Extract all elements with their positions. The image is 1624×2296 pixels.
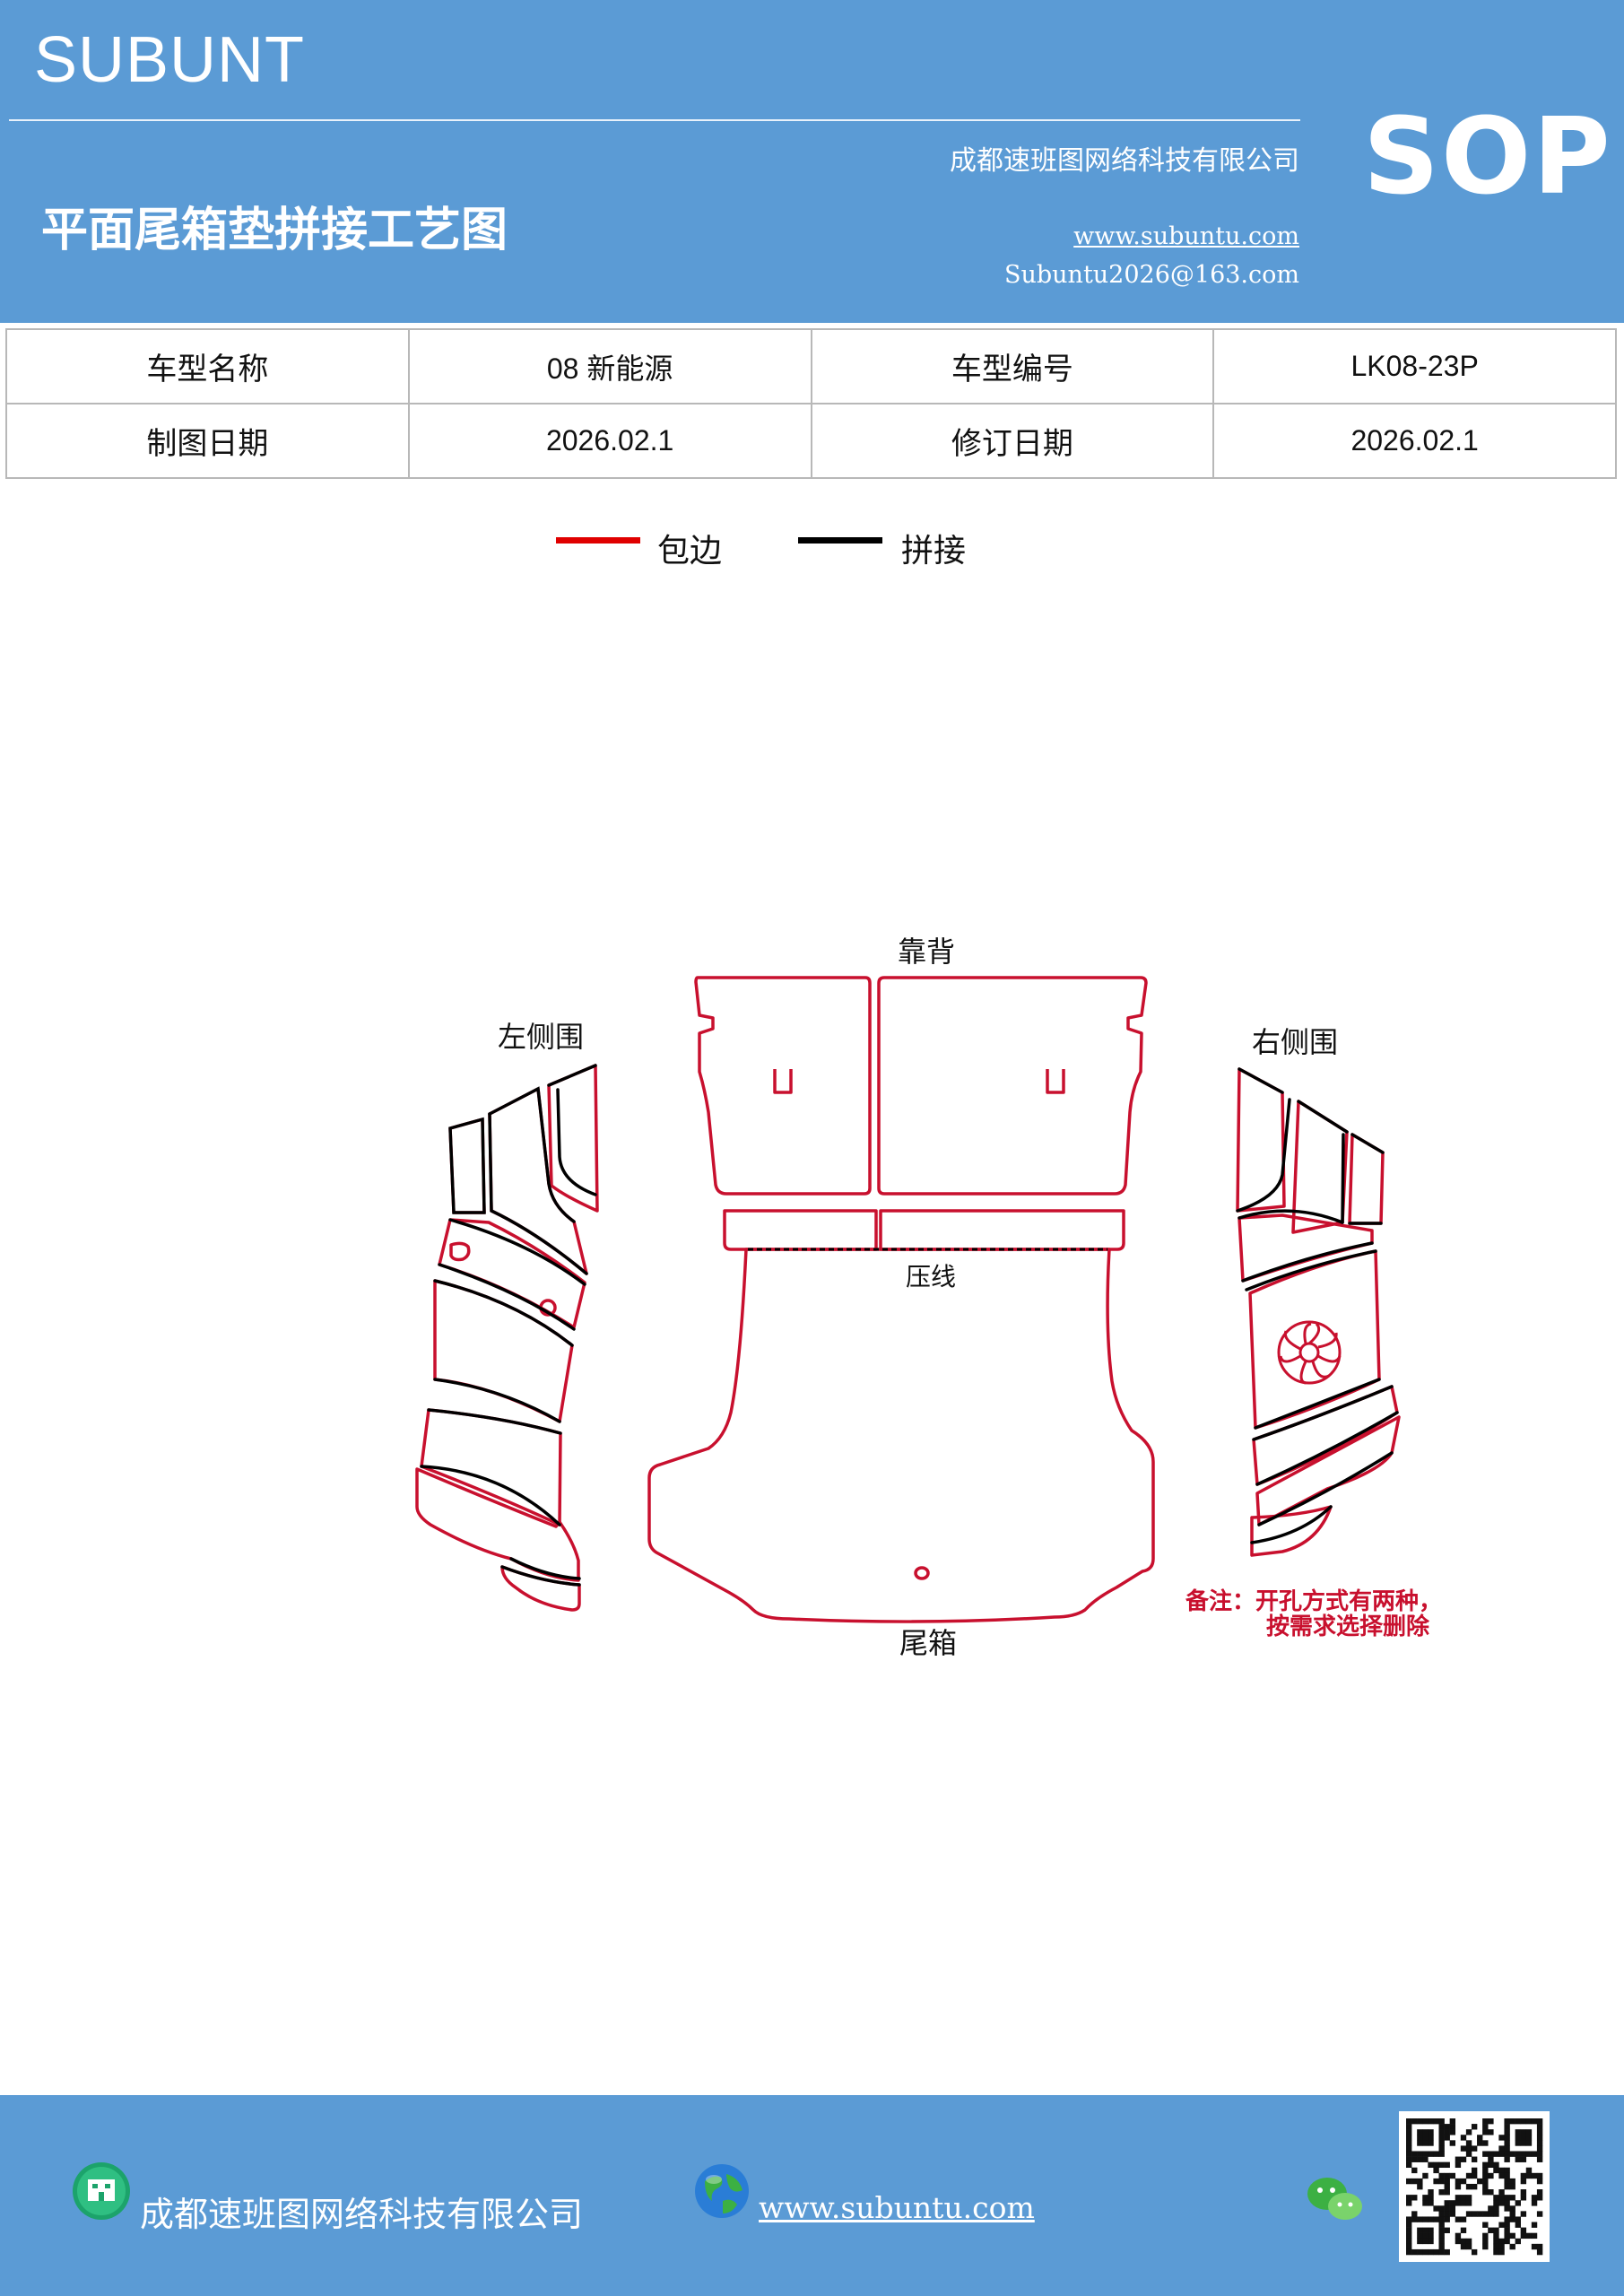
sop-tag: SOP (1363, 94, 1612, 218)
vehicle-info-table: 车型名称 08 新能源 车型编号 LK08-23P 制图日期 2026.02.1… (5, 328, 1617, 479)
value-model-name: 08 新能源 (407, 328, 812, 404)
trunk-floor-hole (914, 1566, 930, 1580)
left-side-piece-1 (448, 1118, 486, 1214)
label-draw-date: 制图日期 (5, 403, 410, 479)
vent-cutout (1277, 1320, 1342, 1385)
note-line-2: 按需求选择删除 (1266, 1613, 1430, 1640)
qr-code-pattern (1406, 2118, 1543, 2256)
backrest-left-panel (694, 976, 872, 1196)
header-company: 成都速班图网络科技有限公司 (950, 145, 1299, 177)
label-backrest: 靠背 (898, 935, 955, 969)
table-row: 车型名称 08 新能源 车型编号 LK08-23P (5, 328, 1617, 404)
backrest-right-slot (1046, 1069, 1065, 1094)
label-model-name: 车型名称 (5, 328, 410, 404)
label-crease: 压线 (906, 1262, 956, 1292)
brand-name: SUBUNT (34, 24, 306, 96)
left-side-piece-7 (415, 1467, 580, 1582)
label-model-code: 车型编号 (810, 328, 1215, 404)
wechat-icon (1307, 2178, 1362, 2220)
footer-company: 成都速班图网络科技有限公司 (140, 2195, 584, 2234)
label-right-side: 右侧围 (1252, 1025, 1338, 1059)
qr-code[interactable] (1399, 2111, 1550, 2262)
header-banner: SUBUNT SOP 平面尾箱垫拼接工艺图 成都速班图网络科技有限公司 www.… (0, 0, 1624, 323)
value-revision-date: 2026.02.1 (1212, 403, 1617, 479)
label-revision-date: 修订日期 (810, 403, 1215, 479)
legend-swatch-seam (798, 537, 882, 544)
building-icon (73, 2162, 130, 2220)
backrest-left-slot (773, 1069, 793, 1094)
trunk-mat-diagram: 靠背 左侧围 右侧围 压线 尾箱 备注：开孔方式有两种， 按需求选择删除 (415, 935, 1442, 1660)
value-draw-date: 2026.02.1 (407, 403, 812, 479)
value-model-code: LK08-23P (1212, 328, 1617, 404)
note-line-1: 备注：开孔方式有两种， (1185, 1587, 1442, 1615)
header-website-link[interactable]: www.subuntu.com (1073, 222, 1299, 250)
legend: 包边 拼接 (0, 525, 1624, 570)
footer-website-link[interactable]: www.subuntu.com (759, 2190, 1035, 2225)
header-divider (9, 119, 1300, 121)
legend-label-seam: 拼接 (901, 533, 967, 570)
legend-swatch-edging (556, 537, 640, 544)
label-left-side: 左侧围 (498, 1020, 584, 1054)
left-side-piece-3 (547, 1064, 599, 1213)
table-row: 制图日期 2026.02.1 修订日期 2026.02.1 (5, 403, 1617, 479)
header-email: Subuntu2026@163.com (1004, 261, 1299, 289)
footer-banner: 成都速班图网络科技有限公司 www.subuntu.com (0, 2095, 1624, 2296)
trunk-floor-panel (647, 1248, 1155, 1623)
strip-panel-left (723, 1209, 878, 1251)
strip-panel-right (879, 1209, 1125, 1251)
document-title: 平面尾箱垫拼接工艺图 (41, 204, 508, 257)
globe-icon (695, 2164, 749, 2218)
legend-label-edging: 包边 (657, 533, 723, 570)
left-side-hole-1 (449, 1241, 471, 1262)
backrest-right-panel (877, 976, 1148, 1196)
label-trunk: 尾箱 (899, 1626, 957, 1660)
